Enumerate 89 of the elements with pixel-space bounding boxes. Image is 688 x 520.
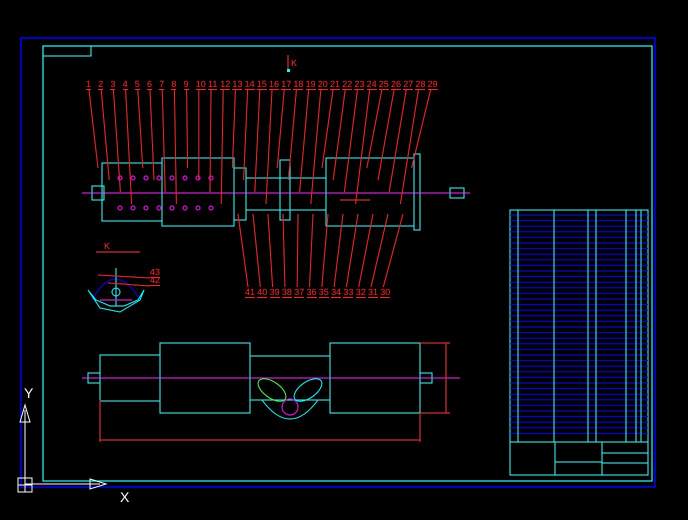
leader-line [268, 214, 274, 288]
callout-number: 30 [380, 287, 390, 298]
callout-number: 24 [366, 79, 377, 90]
callout-number: 16 [269, 79, 280, 90]
callout-number: 7 [159, 79, 164, 90]
view-label: K [291, 58, 298, 68]
callout-number: 28 [415, 79, 426, 90]
callout-number: 6 [147, 79, 152, 90]
leader-line [366, 90, 382, 168]
leader-line [252, 214, 261, 288]
leader-line [198, 90, 200, 180]
callout-number: 39 [270, 287, 280, 298]
leader-line [150, 90, 154, 180]
callout-number: 21 [330, 79, 340, 90]
leader-line [322, 90, 334, 168]
callout-number: 37 [294, 287, 304, 298]
leader-line [162, 90, 166, 192]
leader-line [186, 90, 188, 168]
callout-number: 40 [257, 287, 268, 298]
leader-line [174, 90, 177, 204]
leader-line [370, 214, 388, 288]
leader-line [355, 90, 370, 204]
leader-line [310, 90, 322, 204]
callout-number: 35 [318, 287, 329, 298]
leader-line [112, 90, 121, 192]
leader-line [100, 90, 110, 180]
callout-number: 5 [134, 79, 140, 90]
callout-number: 32 [356, 287, 366, 298]
leader-line [378, 90, 394, 180]
leader-line [243, 90, 248, 180]
leader-line [346, 214, 358, 288]
callout-number: 20 [318, 79, 328, 90]
callout-number: 27 [403, 79, 414, 90]
leader-line [309, 214, 314, 288]
leader-line [321, 214, 328, 288]
leader-line [266, 90, 272, 204]
callout-number: 18 [293, 79, 304, 90]
callout-number: 12 [220, 79, 230, 90]
callout-number: 41 [245, 287, 256, 298]
leader-line [238, 214, 248, 288]
leader-line [98, 274, 150, 278]
leader-line [254, 90, 260, 192]
callout-number: 23 [354, 79, 364, 90]
callout-number: 10 [196, 79, 206, 90]
callout-number: 9 [184, 79, 189, 90]
view-title: K [104, 241, 110, 251]
leader-line [388, 90, 407, 192]
callout-number: 8 [171, 79, 176, 90]
callout-number: 4 [122, 79, 128, 90]
callout-number: 1 [86, 79, 92, 90]
callout-number: 33 [343, 287, 354, 298]
callout-number: 34 [331, 287, 342, 298]
leader-line [137, 90, 144, 168]
callout-number: 3 [110, 79, 116, 90]
callout-number: 14 [244, 79, 255, 90]
leader-line [411, 90, 432, 168]
leader-line [400, 90, 419, 204]
callout-number: 2 [98, 79, 104, 90]
leader-line [282, 214, 286, 288]
leader-line [232, 90, 236, 168]
callout-number: 25 [378, 79, 389, 90]
leader-line [88, 90, 98, 168]
callout-number: 11 [208, 79, 218, 90]
leader-line [332, 90, 346, 180]
axis-label: X [120, 490, 130, 504]
leader-line [125, 90, 132, 204]
callout-number: 31 [368, 287, 378, 298]
leader-line [210, 90, 212, 192]
callout-number: 29 [428, 79, 438, 90]
callout-number: 38 [282, 287, 292, 298]
callout-number: 26 [391, 79, 402, 90]
callout-number: 15 [256, 79, 267, 90]
leader-line [296, 214, 298, 288]
callout-number: 22 [342, 79, 352, 90]
axis-label: Y [24, 386, 34, 400]
leader-line [382, 214, 404, 288]
leader-line [108, 282, 150, 286]
callout-number: 43 [150, 267, 160, 278]
leader-line [299, 90, 310, 192]
callout-number: 17 [281, 79, 292, 90]
leader-line [220, 90, 224, 204]
leader-line [344, 90, 358, 192]
leader-line [276, 90, 285, 168]
leader-line [334, 214, 344, 288]
leader-line [358, 214, 374, 288]
callout-number: 19 [306, 79, 316, 90]
leader-line [288, 90, 297, 180]
callout-number: 13 [232, 79, 242, 90]
callout-number: 36 [306, 287, 317, 298]
